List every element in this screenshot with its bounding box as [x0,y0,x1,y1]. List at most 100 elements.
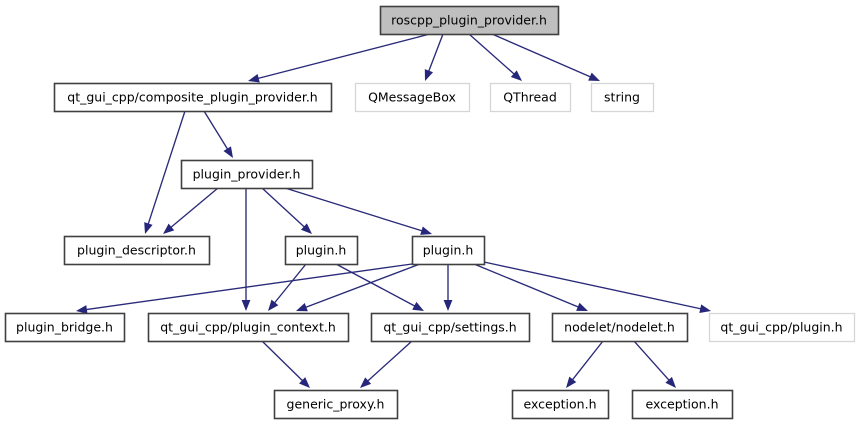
edge-arrowhead [360,377,372,388]
node-label: roscpp_plugin_provider.h [391,13,547,28]
edge-arrowhead [699,304,711,313]
edge-line [483,261,702,310]
edge-line [633,340,671,382]
edge-plugin_a-to-settings [335,263,424,311]
node-label: qt_gui_cpp/plugin.h [720,320,842,335]
edge-arrowhead [665,376,676,388]
edge-line [284,187,424,232]
edge-arrowhead [420,226,432,235]
edge-plugin_provider-to-plugin_descriptor [163,187,219,234]
node-label: generic_proxy.h [287,397,385,412]
edge-arrowhead [299,377,310,388]
edge-line [304,263,421,309]
edge-root-to-composite [248,33,431,83]
edge-plugin_b-to-qt_plugin [483,261,711,313]
edge-line [261,340,304,382]
edge-arrowhead [223,146,233,158]
node-box[interactable] [511,389,610,420]
edge-line [491,33,592,78]
graph-node-plugin_bridge[interactable]: plugin_bridge.h [4,312,126,343]
node-box[interactable] [284,235,359,266]
node-label: plugin_bridge.h [16,320,113,335]
graph-node-composite[interactable]: qt_gui_cpp/composite_plugin_provider.h [53,82,333,113]
edge-line [473,263,580,309]
node-box[interactable] [273,389,399,420]
node-label: exception.h [524,397,597,412]
node-box[interactable] [631,389,734,420]
edge-line [335,263,416,308]
node-label: plugin_provider.h [193,167,301,182]
edge-line [427,33,444,73]
graph-node-string[interactable]: string [590,82,655,113]
node-box[interactable] [147,312,350,343]
edge-nodelet-to-exception_b [633,340,676,388]
edge-arrowhead [443,300,453,311]
graph-node-plugin_descriptor[interactable]: plugin_descriptor.h [63,235,211,266]
node-label: plugin.h [296,243,347,258]
edge-root-to-qmessagebox [424,33,444,81]
node-box[interactable] [4,312,126,343]
edge-composite-to-plugin_descriptor [144,110,186,234]
graph-node-generic_proxy[interactable]: generic_proxy.h [273,389,399,420]
node-box[interactable] [590,82,655,113]
node-label: QMessageBox [368,90,456,105]
node-label: qt_gui_cpp/settings.h [383,320,516,335]
node-box[interactable] [53,82,333,113]
edge-root-to-qthread [468,33,522,81]
edge-plugin_provider-to-plugin_context [241,188,251,311]
graph-node-settings[interactable]: qt_gui_cpp/settings.h [370,312,531,343]
graph-node-plugin_a[interactable]: plugin.h [284,235,359,266]
graph-node-plugin_b[interactable]: plugin.h [411,235,486,266]
node-box[interactable] [180,159,314,190]
node-label: qt_gui_cpp/plugin_context.h [160,320,336,335]
edge-plugin_b-to-nodelet [473,263,588,311]
graph-node-exception_b[interactable]: exception.h [631,389,734,420]
node-label: plugin.h [423,243,474,258]
node-box[interactable] [489,82,572,113]
node-box[interactable] [708,312,856,343]
edge-arrowhead [248,73,260,83]
graph-node-exception_a[interactable]: exception.h [511,389,610,420]
edge-line [261,187,306,229]
edge-plugin_provider-to-plugin_b [284,187,432,235]
edge-arrowhead [268,299,279,311]
graph-node-root[interactable]: roscpp_plugin_provider.h [379,5,560,36]
graph-node-plugin_provider[interactable]: plugin_provider.h [180,159,314,190]
edge-arrowhead [241,300,251,311]
node-box[interactable] [551,312,689,343]
edge-line [85,263,413,311]
edge-arrowhead [424,69,434,81]
node-box[interactable] [379,5,560,36]
edge-arrowhead [510,70,522,81]
node-box[interactable] [63,235,211,266]
edge-plugin_b-to-plugin_context [296,263,421,312]
edge-line [203,110,229,151]
edge-arrowhead [76,305,88,314]
node-label: QThread [503,90,557,105]
edges-layer [76,33,711,388]
node-box[interactable] [411,235,486,266]
edge-arrowhead [588,72,600,81]
edge-arrowhead [296,302,308,312]
graph-node-plugin_context[interactable]: qt_gui_cpp/plugin_context.h [147,312,350,343]
node-label: qt_gui_cpp/composite_plugin_provider.h [67,90,317,105]
edge-line [366,340,413,383]
edge-line [169,187,219,229]
edge-line [257,33,431,80]
edge-line [468,33,516,76]
edge-arrowhead [163,223,175,234]
graph-node-qmessagebox[interactable]: QMessageBox [354,82,471,113]
edge-settings-to-generic_proxy [360,340,413,388]
graph-node-nodelet[interactable]: nodelet/nodelet.h [551,312,689,343]
edge-arrowhead [412,301,424,311]
edge-plugin_context-to-generic_proxy [261,340,310,388]
node-box[interactable] [370,312,531,343]
edge-plugin_provider-to-plugin_a [261,187,312,234]
graph-node-qt_plugin[interactable]: qt_gui_cpp/plugin.h [708,312,856,343]
node-label: plugin_descriptor.h [77,243,196,258]
edge-plugin_a-to-plugin_context [268,263,307,311]
edge-arrowhead [566,376,577,388]
node-box[interactable] [354,82,471,113]
graph-node-qthread[interactable]: QThread [489,82,572,113]
